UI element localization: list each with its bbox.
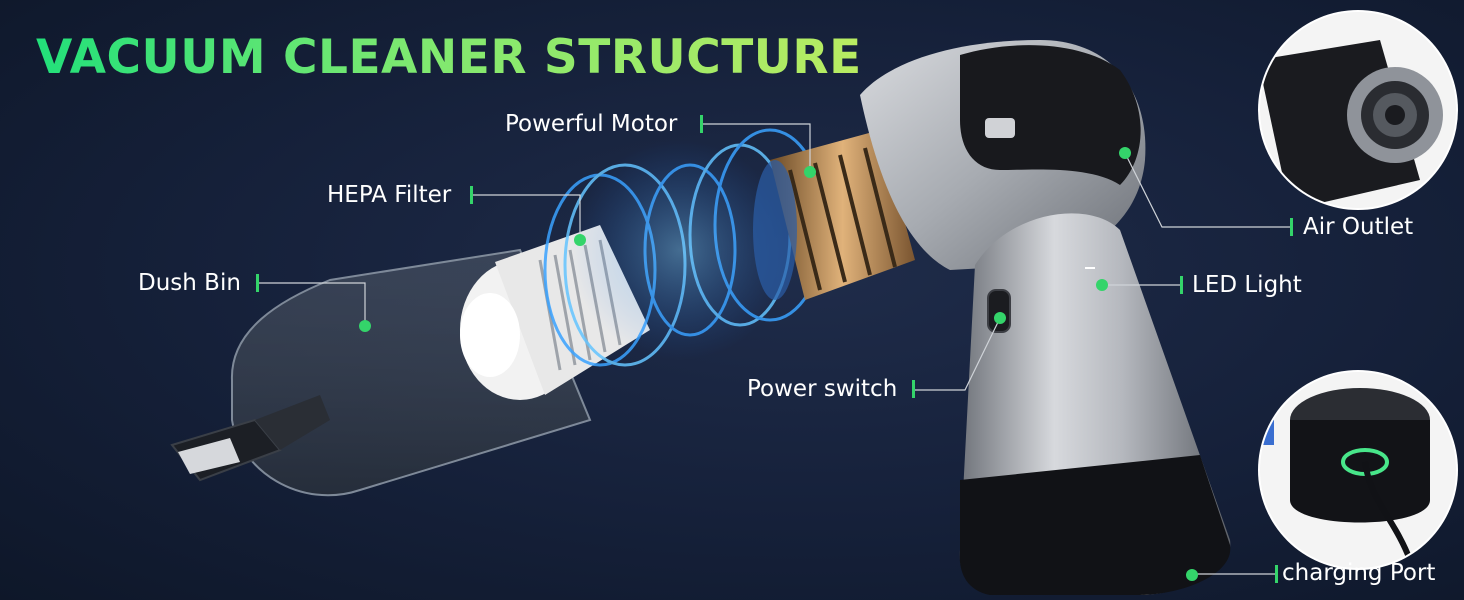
marker-dots bbox=[359, 147, 1198, 581]
callout-label: Dush Bin bbox=[138, 270, 241, 296]
callout-tick bbox=[1275, 565, 1278, 583]
callout-tick bbox=[256, 274, 259, 292]
callout-label: charging Port bbox=[1282, 560, 1436, 586]
leader-lines bbox=[258, 123, 1290, 575]
callout-label: Powerful Motor bbox=[505, 111, 678, 137]
callout-tick bbox=[1290, 218, 1293, 236]
callout-label: HEPA Filter bbox=[327, 182, 452, 208]
callout-label: Power switch bbox=[747, 376, 898, 402]
callout-tick bbox=[470, 186, 473, 204]
charging-port-inset bbox=[1258, 370, 1458, 570]
callout-label: LED Light bbox=[1192, 272, 1302, 298]
callout-tick bbox=[912, 380, 915, 398]
handle-shape bbox=[959, 213, 1231, 595]
page-title: VACUUM CLEANER STRUCTURE bbox=[36, 30, 862, 85]
head-housing bbox=[860, 40, 1146, 270]
callout-label: Air Outlet bbox=[1303, 214, 1414, 240]
callout-tick bbox=[700, 115, 703, 133]
callout-tick bbox=[1180, 276, 1183, 294]
air-outlet-inset bbox=[1258, 10, 1458, 210]
